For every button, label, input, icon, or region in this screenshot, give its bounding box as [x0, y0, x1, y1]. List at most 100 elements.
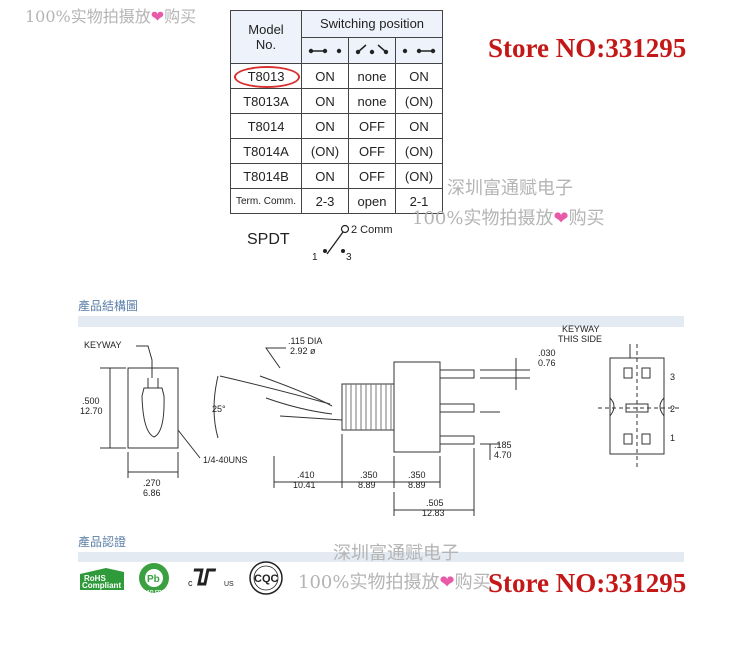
store-label-top: Store NO:331295 [488, 33, 687, 63]
table-row: T8014A (ON) OFF (ON) [230, 138, 443, 164]
toggle-right-icon [402, 48, 436, 53]
position-cell: ON [301, 113, 349, 139]
technical-drawing: KEYWAY .500 12.70 .270 6.86 1/4-40UNS .1… [80, 324, 680, 518]
keyway-side-label-1: KEYWAY [562, 324, 600, 334]
position-cell: ON [301, 163, 349, 189]
cert-logos: RoHS Compliant Pb LEAD FREE c US CQC [80, 561, 283, 596]
table-row: T8013 ON none ON [230, 63, 443, 89]
svg-text:LEAD FREE: LEAD FREE [140, 590, 169, 596]
switching-header: Switching position [301, 10, 443, 38]
watermark-mid-line2: 100%实物拍摄放❤购买 [412, 204, 605, 230]
position-cell: (ON) [301, 138, 349, 164]
toggle-center-icon [355, 44, 389, 54]
watermark-text: 购买 [568, 208, 605, 229]
switch-arm [326, 231, 344, 255]
position-cell: OFF [348, 113, 396, 139]
pin-1-label: 1 [670, 433, 675, 443]
spdt-label: SPDT [247, 231, 290, 248]
section-title-structure: 產品結構圖 [78, 299, 139, 313]
position-icon-right [395, 36, 443, 64]
terminal-3-label: 3 [346, 252, 352, 263]
ul-logo: c US [188, 568, 234, 588]
position-cell: (ON) [395, 163, 443, 189]
position-cell: OFF [348, 163, 396, 189]
watermark-text: 100%实物拍摄放 [25, 7, 151, 26]
dim-505: .505 [426, 498, 444, 508]
pin-3-label: 3 [670, 372, 675, 382]
position-cell: (ON) [395, 138, 443, 164]
position-cell: OFF [348, 138, 396, 164]
model-cell: T8014 [230, 113, 302, 139]
watermark-mid-line1: 深圳富通赋电子 [447, 178, 573, 199]
position-cell: ON [395, 113, 443, 139]
dim-width-in: .270 [143, 478, 161, 488]
terminal-3 [341, 249, 345, 253]
position-icon-center [348, 36, 396, 64]
pin-2-label: 2 [670, 404, 675, 414]
watermark-text: 购买 [454, 572, 491, 593]
position-cell: ON [395, 63, 443, 89]
model-cell: T8014B [230, 163, 302, 189]
table-row: T8014 ON OFF ON [230, 113, 443, 139]
highlight-circle [234, 66, 300, 88]
position-cell: ON [301, 88, 349, 114]
dim-889b: 8.89 [408, 480, 426, 490]
table-row: T8014B ON OFF (ON) [230, 163, 443, 189]
model-cell: T8013A [230, 88, 302, 114]
watermark-bottom-line1: 深圳富通赋电子 [333, 543, 459, 564]
front-view-body [127, 367, 179, 449]
cqc-logo: CQC [249, 561, 283, 595]
dim-076: 0.76 [538, 358, 556, 368]
thread-label: 1/4-40UNS [203, 455, 248, 465]
comm-label: 2 Comm [351, 224, 393, 236]
watermark-text: 购买 [164, 7, 197, 26]
model-cell: Term. Comm. [230, 188, 302, 214]
svg-text:Compliant: Compliant [82, 581, 121, 590]
comm-terminal [340, 224, 350, 234]
section-bar [78, 552, 684, 562]
spdt-symbol: 2 Comm 1 3 [312, 224, 393, 263]
dim-470: 4.70 [494, 450, 512, 460]
dia-mm-label: 2.92 ø [290, 346, 316, 356]
dia-label: .115 DIA [288, 336, 322, 346]
dim-width-mm: 6.86 [143, 488, 161, 498]
position-icon-left [301, 36, 349, 64]
svg-text:RoHS: RoHS [84, 574, 106, 583]
front-view-lever [141, 387, 165, 438]
keyway-label: KEYWAY [84, 340, 122, 350]
heart-icon: ❤ [150, 7, 165, 26]
dim-height-mm: 12.70 [80, 406, 103, 416]
model-header: Model No. [230, 10, 302, 64]
dim-height-in: .500 [82, 396, 100, 406]
dim-350b: .350 [408, 470, 426, 480]
model-cell: T8013 [230, 63, 302, 89]
rohs-logo: RoHS Compliant [80, 568, 124, 590]
dim-030: .030 [538, 348, 556, 358]
section-title-cert: 產品認證 [78, 535, 127, 549]
dim-185: .185 [494, 440, 512, 450]
position-cell: 2-1 [395, 188, 443, 214]
dim-889a: 8.89 [358, 480, 376, 490]
svg-text:c: c [188, 578, 193, 588]
position-cell: ON [301, 63, 349, 89]
model-cell: T8014A [230, 138, 302, 164]
position-cell: 2-3 [301, 188, 349, 214]
watermark-text: 100%实物拍摄放 [412, 208, 554, 229]
position-cell: none [348, 63, 396, 89]
heart-icon: ❤ [439, 572, 455, 593]
svg-text:US: US [224, 581, 234, 588]
position-cell: none [348, 88, 396, 114]
position-cell: (ON) [395, 88, 443, 114]
angle-label: 25° [212, 404, 226, 414]
terminal-1-label: 1 [312, 252, 318, 263]
heart-icon: ❤ [553, 208, 569, 229]
svg-text:Pb: Pb [147, 574, 160, 585]
watermark-top: 100%实物拍摄放❤购买 [25, 3, 196, 27]
terminal-1 [323, 249, 327, 253]
lead-free-logo: Pb LEAD FREE [139, 563, 169, 596]
keyway-side-label-2: THIS SIDE [558, 334, 602, 344]
watermark-text: 100%实物拍摄放 [298, 572, 440, 593]
watermark-bottom-line2: 100%实物拍摄放❤购买 [298, 568, 491, 594]
dim-1041: 10.41 [293, 480, 316, 490]
svg-text:CQC: CQC [254, 573, 279, 585]
